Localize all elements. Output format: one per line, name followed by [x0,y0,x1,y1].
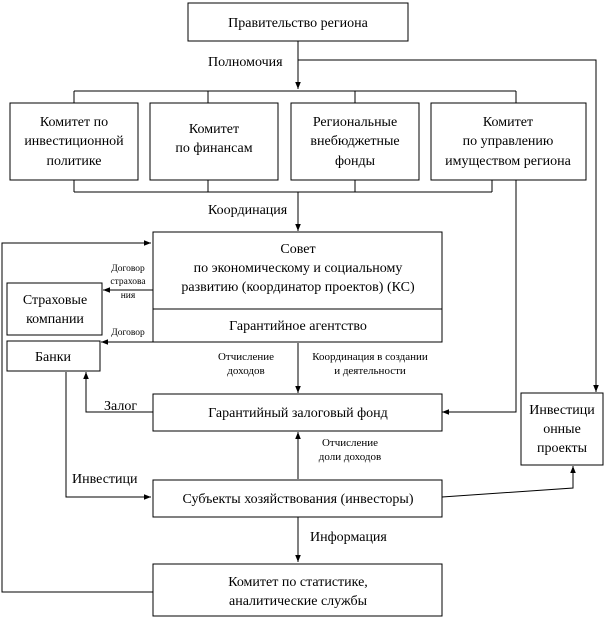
label-coordination-creation-2: и деятельности [334,365,406,377]
node-extrabudget-funds: Региональные внебюджетные фонды [290,102,420,181]
connectors [1,40,599,593]
edge-banks-entities [65,372,151,500]
council-line-3: развитию (координатор проектов) (КС) [181,280,415,295]
node-investment-projects: Инвестици онные проекты [520,392,604,466]
committee-property-line-2: по управлению [463,134,554,149]
government-label: Правительство региона [228,16,368,31]
label-investments: Инвестици [72,472,138,487]
guarantee-fund-label: Гарантийный залоговый фонд [208,406,388,421]
label-deduction-share-1: Отчисление [322,437,378,449]
extrabudget-funds-line-2: внебюджетные [310,134,399,149]
edge-government-projects [298,59,599,392]
banks-label: Банки [35,350,72,365]
node-council: Совет по экономическому и социальному ра… [152,231,443,343]
edge-labels: Полномочия Координация Договор страхова … [72,55,428,545]
edge-entities-projects [441,466,576,498]
label-pledge: Залог [104,399,137,414]
entities-label: Субъекты хозяйствования (инвесторы) [183,492,414,507]
statistics-line-2: аналитические службы [229,594,368,609]
insurance-line-2: компании [26,312,84,327]
label-contract: Договор [111,328,145,338]
label-coordination-creation-1: Координация в создании [312,351,428,363]
council-line-2: по экономическому и социальному [194,261,403,276]
label-powers: Полномочия [208,55,283,70]
committee-property-line-1: Комитет [483,115,533,130]
node-committee-finance: Комитет по финансам [149,102,279,181]
label-insurance-contract-3: ния [121,291,136,301]
committee-investment-line-2: инвестиционной [24,134,124,149]
committee-finance-line-1: Комитет [189,122,239,137]
committee-investment-line-1: Комитет по [40,115,108,130]
node-committee-property: Комитет по управлению имуществом региона [430,102,587,181]
label-deduction-income-1: Отчисление [218,351,274,363]
extrabudget-funds-line-3: фонды [335,154,376,169]
investment-projects-line-3: проекты [537,441,588,456]
investment-projects-line-2: онные [543,422,581,437]
committee-finance-line-2: по финансам [175,141,252,156]
label-deduction-income-2: доходов [227,365,264,377]
node-committee-investment: Комитет по инвестиционной политике [9,102,139,181]
committee-investment-line-3: политике [46,154,101,169]
label-insurance-contract-2: страхова [110,277,146,287]
extrabudget-funds-line-1: Региональные [313,115,397,130]
node-government: Правительство региона [187,2,409,42]
guarantee-agency-label: Гарантийное агентство [229,319,367,334]
edge-property-fund [442,180,517,415]
statistics-line-1: Комитет по статистике, [228,575,368,590]
label-information: Информация [310,530,387,545]
edge-fund-banks [83,372,153,413]
label-insurance-contract-1: Договор [111,264,145,274]
label-coordination: Координация [208,203,288,218]
investment-projects-line-1: Инвестици [529,403,595,418]
edge-statistics-council [1,240,153,593]
node-insurance: Страховые компании [6,282,103,336]
council-line-1: Совет [280,242,315,257]
node-entities: Субъекты хозяйствования (инвесторы) [152,479,443,518]
label-deduction-share-2: доли доходов [319,451,381,463]
node-guarantee-fund: Гарантийный залоговый фонд [152,393,443,432]
node-banks: Банки [6,340,101,372]
committee-property-line-3: имуществом региона [445,154,572,169]
node-statistics: Комитет по статистике, аналитические слу… [152,563,443,617]
insurance-line-1: Страховые [23,293,87,308]
